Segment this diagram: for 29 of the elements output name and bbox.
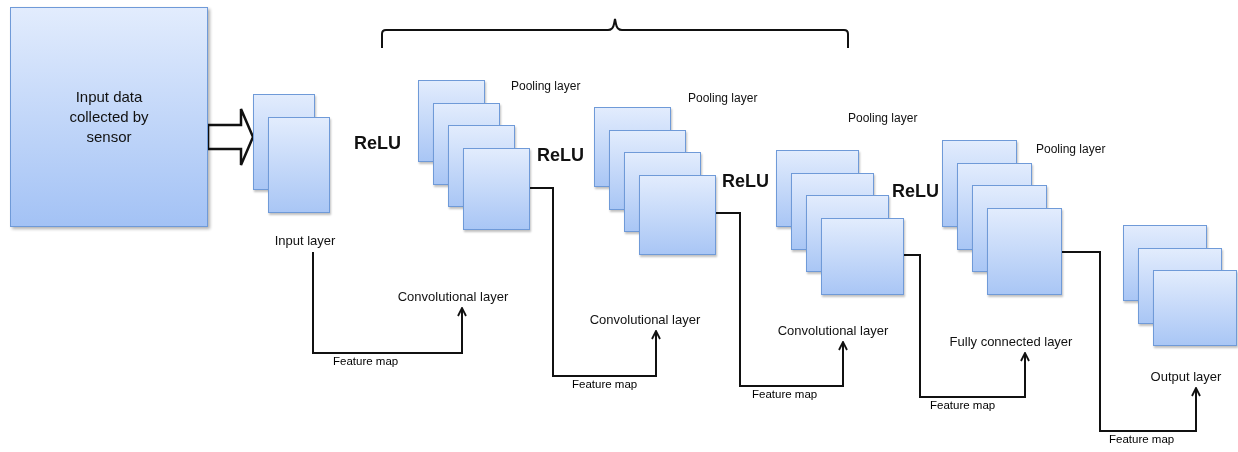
feature-map-stack [594, 107, 716, 255]
feature-map-stack [1123, 225, 1237, 346]
activation-label: ReLU [354, 133, 401, 154]
layer-label: Convolutional layer [575, 311, 715, 331]
layer-label: Convolutional layer [383, 288, 523, 308]
edge-label: Feature map [929, 399, 997, 412]
layer-label: Fully connected layer [938, 333, 1084, 353]
edge-label: Feature map [571, 378, 639, 391]
arrow [312, 251, 467, 354]
layer-label: Pooling layer [1036, 142, 1106, 156]
activation-label: ReLU [892, 181, 939, 202]
edge-label: Feature map [751, 388, 819, 401]
layer-label: Output layer [1140, 368, 1232, 388]
feature-map-stack [253, 94, 330, 213]
layer-label: Pooling layer [848, 111, 918, 125]
block-arrow [206, 107, 255, 167]
arrow [715, 212, 848, 387]
edge-label: Feature map [1108, 433, 1176, 446]
arrow [529, 187, 661, 377]
layer-label: Input layer [260, 232, 350, 252]
arrow [903, 254, 1030, 398]
arrow [1061, 251, 1201, 432]
input-data-box: Input data collected by sensor [10, 7, 208, 227]
layer-label: Pooling layer [688, 91, 758, 105]
edge-label: Feature map [332, 355, 400, 368]
layer-label: Convolutional layer [763, 322, 903, 342]
activation-label: ReLU [722, 171, 769, 192]
activation-label: ReLU [537, 145, 584, 166]
layer-label: Pooling layer [511, 79, 581, 93]
